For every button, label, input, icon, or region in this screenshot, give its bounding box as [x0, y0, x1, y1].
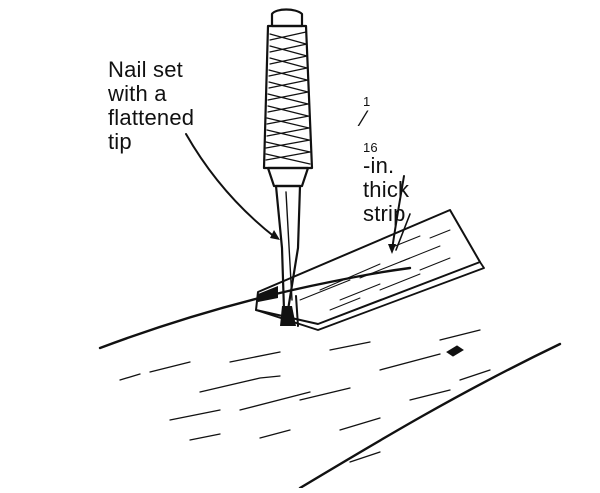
leader-line-strip — [391, 175, 405, 251]
leader-arrow-nail-set — [270, 230, 280, 240]
leader-arrow-strip — [388, 244, 396, 254]
strip-label-suffix: -in. — [363, 153, 395, 178]
strip-label-thickness: 1 ⁄ 16 -in. — [362, 94, 409, 178]
nail-set-label-line-4: tip — [108, 129, 132, 154]
nail-set-tool-icon — [262, 8, 314, 327]
fraction-numerator: 1 — [363, 94, 371, 109]
leader-line-nail-set — [185, 133, 277, 239]
nail-set-label: Nail set with a flattened tip — [108, 58, 194, 154]
nail-set-label-line-2: with a — [108, 81, 167, 106]
strip-thickness-fraction: 1 ⁄ 16 — [362, 94, 409, 155]
nail-set-label-line-3: flattened — [108, 105, 195, 130]
board-surface-icon — [98, 266, 562, 490]
strip-label: 1 ⁄ 16 -in. thick strip — [362, 94, 410, 226]
strip-label-line-3: strip — [363, 201, 406, 226]
strip-label-line-2: thick — [363, 177, 410, 202]
nail-set-label-line-1: Nail set — [108, 57, 183, 82]
fraction-slash: ⁄ — [362, 106, 366, 131]
fraction-denominator: 16 — [363, 140, 378, 155]
